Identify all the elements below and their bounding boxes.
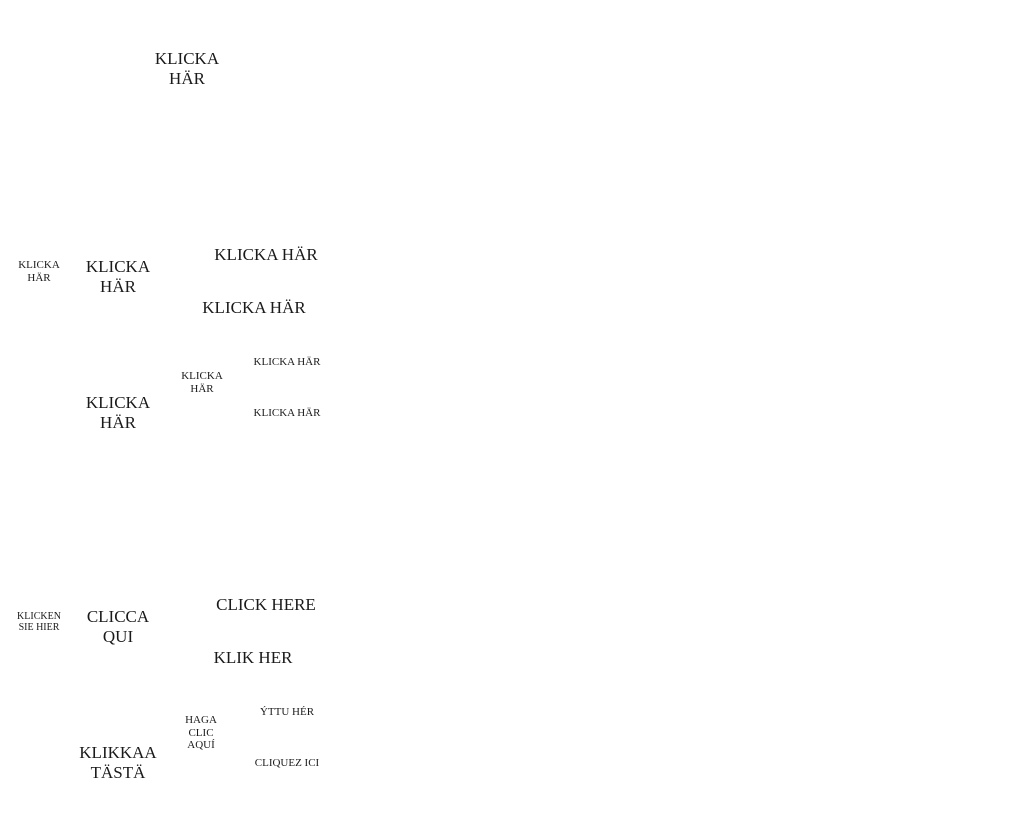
haga-clic-aqui-button[interactable]: HAGA CLIC AQUÍ [185, 714, 217, 752]
klicka-har-button-small-right-2[interactable]: KLICKA HÄR [253, 406, 321, 419]
klicka-har-button-top[interactable]: KLICKA HÄR [154, 48, 220, 88]
yttu-her-button[interactable]: ÝTTU HÉR [259, 705, 315, 718]
klicka-har-button-left-upper[interactable]: KLICKA HÄR [85, 256, 151, 296]
klicka-har-button-wide-2[interactable]: KLICKA HÄR [202, 297, 306, 317]
klicka-har-button-small-mid[interactable]: KLICKA HÄR [181, 370, 223, 395]
klicka-har-button-small-right-1[interactable]: KLICKA HÄR [253, 355, 321, 368]
click-here-button[interactable]: CLICK HERE [216, 594, 316, 614]
klikkaa-tasta-button[interactable]: KLIKKAA TÄSTÄ [79, 742, 157, 782]
cliquez-ici-button[interactable]: CLIQUEZ ICI [254, 756, 320, 769]
klicka-har-button-tiny[interactable]: KLICKA HÄR [18, 259, 60, 284]
klicken-sie-hier-button[interactable]: KLICKEN SIE HIER [17, 610, 61, 634]
klicka-har-button-left-lower[interactable]: KLICKA HÄR [85, 392, 151, 432]
klicka-har-button-wide-1[interactable]: KLICKA HÄR [214, 244, 318, 264]
clicca-qui-button[interactable]: CLICCA QUI [86, 606, 150, 646]
klik-her-button[interactable]: KLIK HER [213, 647, 293, 667]
